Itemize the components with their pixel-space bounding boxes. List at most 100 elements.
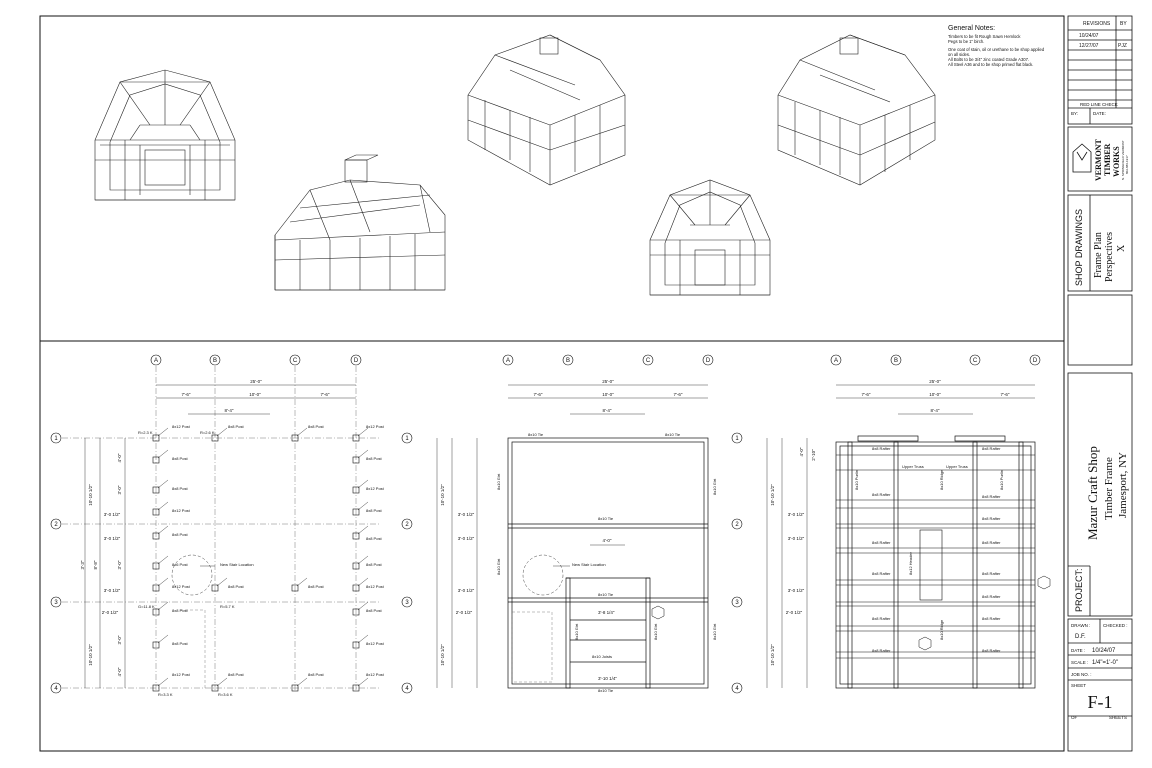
general-note-line: One coat of stain, oil or urethane to be… (948, 47, 1045, 52)
reaction-label: R=3.6 K (218, 692, 233, 697)
post-label: 8x8 Post (366, 608, 382, 613)
post-marker (152, 434, 160, 442)
rafter-label: 8x8 Rafter (982, 516, 1001, 521)
post-label: 8x8 Post (172, 456, 188, 461)
joists-label: 8x10 Joists (592, 654, 612, 659)
plan-ties-girts: A B C D 1 2 3 4 25'-0" 7'-6" 10'-0" 7'-6… (401, 354, 717, 694)
drawn-label: DRAWN : (1071, 623, 1090, 628)
grid-row-1: 1 (735, 436, 739, 442)
revision-date: 12/27/07 (1079, 43, 1099, 49)
rafter-label: 8x8 Rafter (872, 648, 891, 653)
drawn-value: D.F. (1075, 634, 1086, 640)
post-label: 8x8 Post (308, 424, 324, 429)
plan3-left-dim: 3'-0 1/2" (788, 536, 805, 541)
post-label: 8x12 Post (366, 584, 385, 589)
general-notes-title: General Notes: (948, 25, 995, 32)
post-leader (157, 479, 169, 489)
plan1-bay-dim: 7'-6" (321, 392, 330, 397)
grid-row-4: 4 (405, 686, 409, 692)
revisions-label: REVISIONS (1083, 21, 1111, 27)
girt-label: 8x10 Girt (653, 623, 658, 640)
tie-label: 8x10 Tie (528, 432, 544, 437)
job-label: JOB NO. : (1071, 672, 1092, 677)
plan2-top-dimensions (508, 384, 708, 546)
plan1-left-dim: 3'-0" (117, 485, 122, 494)
plan1-outer-dim: 10'-10 1/2" (88, 644, 93, 666)
post-leader (216, 427, 228, 437)
sheet-label: SHEET (1071, 683, 1086, 688)
post-marker (291, 584, 299, 592)
grid-col-d: D (706, 358, 711, 364)
project-name-line: Mazur Craft Shop (1085, 446, 1100, 540)
truss-label: Upper Truss (902, 464, 924, 469)
post-label: 8x8 Post (366, 562, 382, 567)
post-marker (152, 508, 160, 516)
plan1-left-dim: 4'-0" (117, 667, 122, 676)
perspective-front-view (94, 69, 236, 201)
revision-by: PJZ (1118, 43, 1127, 49)
project-name-line: Timber Frame (1103, 457, 1115, 520)
post-marker (211, 584, 219, 592)
shop-drawings-label: SHOP DRAWINGS (1074, 209, 1084, 286)
girt-label: 8x10 Girt (712, 623, 717, 640)
grid-col-b: B (566, 358, 570, 364)
post-leader (357, 677, 369, 687)
grid-row-2: 2 (54, 522, 58, 528)
reaction-label: R=3.3 K (158, 692, 173, 697)
post-marker (152, 486, 160, 494)
post-leader (357, 479, 369, 489)
grid-row-3: 3 (735, 600, 739, 606)
post-label: 8x8 Post (228, 584, 244, 589)
post-marker (352, 684, 360, 692)
post-leader (157, 525, 169, 535)
post-marker (352, 434, 360, 442)
project-label: PROJECT: (1074, 568, 1084, 612)
post-leader (157, 427, 169, 437)
grid-row-1: 1 (405, 436, 409, 442)
grid-col-c: C (646, 358, 651, 364)
post-label: 8x8 Post (366, 456, 382, 461)
post-label: 8x12 Post (172, 424, 191, 429)
post-leader (157, 677, 169, 687)
post-marker (211, 684, 219, 692)
plan2-stair-dim: 4'-0" (603, 538, 612, 543)
drawing-title-line: Frame Plan (1093, 232, 1104, 278)
post-marker (152, 684, 160, 692)
plan3-column-bubbles: A B C D (830, 354, 1041, 366)
plan1-left-dim: 2'-0 1/2" (102, 610, 119, 615)
post-leader (357, 501, 369, 511)
post-marker (211, 434, 219, 442)
post-label: 8x8 Post (228, 424, 244, 429)
plan1-outer-dim: 3'-3" (80, 560, 85, 569)
post-leader (357, 555, 369, 565)
post-label: 8x8 Post (308, 672, 324, 677)
post-marker (152, 562, 160, 570)
plan2-left-dim: 3'-0 1/2" (458, 512, 475, 517)
plan2-outer-dim: 10'-10 1/2" (440, 484, 445, 506)
drawing-title-line: X (1116, 244, 1127, 252)
logo-line: VERMONT (1094, 139, 1103, 181)
reaction-label: R=2.6 K (200, 430, 215, 435)
plan2-dim: 3'-10 1/4" (598, 676, 617, 681)
plan1-left-dim: 3'-0" (117, 635, 122, 644)
section-marker (918, 636, 932, 651)
plan3-dim: 4'-0" (799, 447, 804, 456)
rafter-label: 8x8 Rafter (872, 540, 891, 545)
project-name-line: Jamesport, NY (1117, 452, 1129, 518)
post-marker (291, 434, 299, 442)
perspective-side-view (274, 154, 446, 291)
plan3-top-dimensions (836, 384, 1035, 415)
plan3-frame (835, 435, 1036, 689)
post-leader (357, 449, 369, 459)
sheets-label: SHEETS (1109, 715, 1127, 720)
perspective-isometric-view-2 (777, 34, 936, 186)
plan-rafters: A B C D 1 2 3 4 25'-0" 7'-6" 10'-0" 7'-6… (731, 354, 1051, 694)
post-marker (152, 532, 160, 540)
plan3-bay-dim: 7'-6" (1001, 392, 1010, 397)
general-notes: General Notes: Timbers to be fit Rough S… (948, 25, 1045, 67)
general-note-line: Pegs to be 1" birch. (948, 39, 984, 44)
post-label: 8x8 Post (228, 672, 244, 677)
plan3-dim: 2'-10" (811, 449, 816, 461)
plan3-overall-dim: 25'-0" (929, 379, 941, 384)
sheet-number: F-1 (1087, 692, 1112, 712)
